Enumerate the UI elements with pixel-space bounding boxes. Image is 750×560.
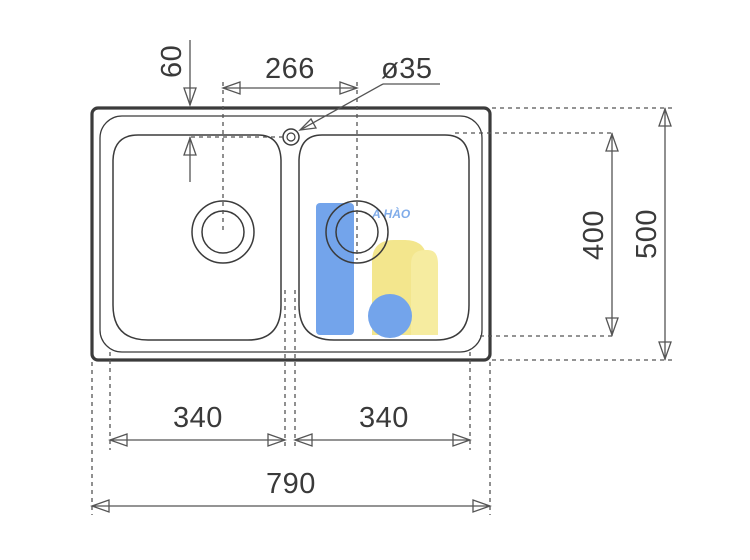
tap-hole-inner: [286, 132, 296, 142]
right-drain-outer: [325, 200, 389, 264]
right-bowl: [298, 134, 470, 341]
sink-outline: [90, 106, 492, 362]
label-overall-width: 790: [266, 468, 316, 500]
label-hole-spacing: 266: [265, 53, 315, 85]
left-bowl: [112, 134, 282, 341]
dimension-overall-width: 790: [90, 468, 492, 513]
sink-inner-rim: [99, 115, 483, 353]
watermark-text: A HÀO: [371, 206, 411, 221]
dimension-hole-diameter: ø35: [298, 53, 440, 131]
tap-hole-outer: [282, 128, 300, 146]
dimension-left-bowl-width: 340: [108, 402, 287, 447]
sink-outer-rim: [90, 106, 492, 362]
left-drain-outer: [191, 200, 255, 264]
label-hole-offset: 60: [156, 45, 188, 78]
watermark-blue-bar: [316, 203, 354, 335]
extension-lines: [91, 82, 676, 515]
watermark-blue-circle: [368, 294, 412, 338]
dimension-overall-height: 500: [631, 107, 672, 361]
left-drain-inner: [201, 210, 245, 254]
dimension-hole-offset: 60: [156, 40, 197, 182]
watermark-logo: A HÀO: [316, 203, 438, 338]
label-right-bowl-width: 340: [359, 402, 409, 434]
dimension-right-bowl-width: 340: [293, 402, 472, 447]
dimension-bowl-height: 400: [578, 132, 619, 337]
dimension-hole-spacing: 266: [221, 53, 359, 95]
label-left-bowl-width: 340: [173, 402, 223, 434]
watermark-yellow-stripe-2: [411, 250, 438, 335]
label-overall-height: 500: [631, 209, 663, 259]
label-hole-diameter: ø35: [381, 53, 432, 85]
label-bowl-height: 400: [578, 210, 610, 260]
